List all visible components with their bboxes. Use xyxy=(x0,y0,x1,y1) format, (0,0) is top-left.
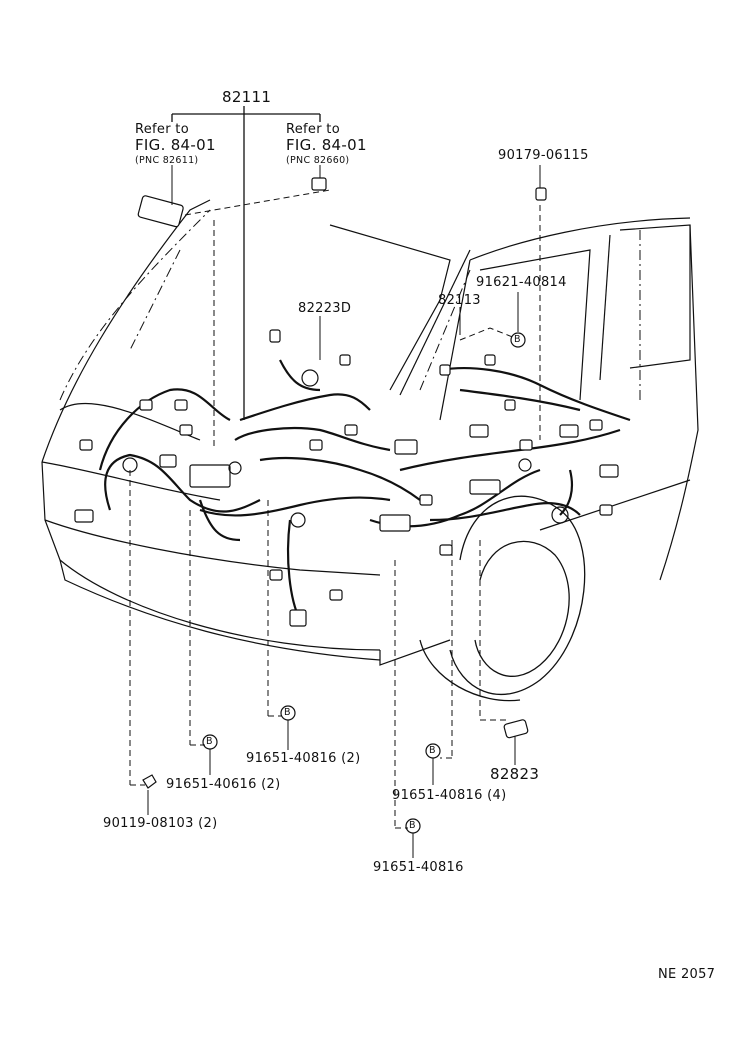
part-label-91651-d: 91651-40816 xyxy=(373,860,464,875)
clip-part xyxy=(142,774,157,789)
part-label-91621: 91621-40814 xyxy=(476,275,567,290)
part-label-91651-c: 91651-40816 (4) xyxy=(392,788,507,803)
figure-code: NE 2057 xyxy=(658,967,716,982)
part-label-91651-a: 91651-40816 (2) xyxy=(246,751,361,766)
ref-left-line2: FIG. 84-01 xyxy=(135,136,216,154)
part-label-82113: 82113 xyxy=(438,293,481,308)
vehicle-body xyxy=(41,199,699,666)
relay-block-connector xyxy=(137,195,184,228)
bolt-marker-label: B xyxy=(514,334,521,345)
ref-left-pnc: (PNC 82611) xyxy=(135,155,199,166)
bolt-marker-label: B xyxy=(409,820,416,831)
part-label-82823: 82823 xyxy=(490,765,540,783)
bolt-marker-label: B xyxy=(206,736,213,747)
ref-right-line1: Refer to xyxy=(286,122,340,137)
part-label-90119: 90119-08103 (2) xyxy=(103,816,218,831)
connectors xyxy=(74,177,619,739)
ref-left-line1: Refer to xyxy=(135,122,189,137)
wiring-harness xyxy=(98,359,631,621)
part-label-91651-b: 91651-40616 (2) xyxy=(166,777,281,792)
bolt-marker-label: B xyxy=(429,745,436,756)
leader-lines xyxy=(129,189,541,829)
assembly-number-label: 82111 xyxy=(222,88,272,106)
label-leaders xyxy=(147,165,541,858)
ref-right-line2: FIG. 84-01 xyxy=(286,136,367,154)
part-label-82223d: 82223D xyxy=(298,301,352,316)
grommets xyxy=(122,369,569,528)
ref-right-pnc: (PNC 82660) xyxy=(286,155,350,166)
dash-dot-lines xyxy=(59,209,641,401)
part-label-90179: 90179-06115 xyxy=(498,148,589,163)
bolt-marker-label: B xyxy=(284,707,291,718)
front-wheel xyxy=(419,495,586,702)
assembly-bracket xyxy=(171,106,321,420)
